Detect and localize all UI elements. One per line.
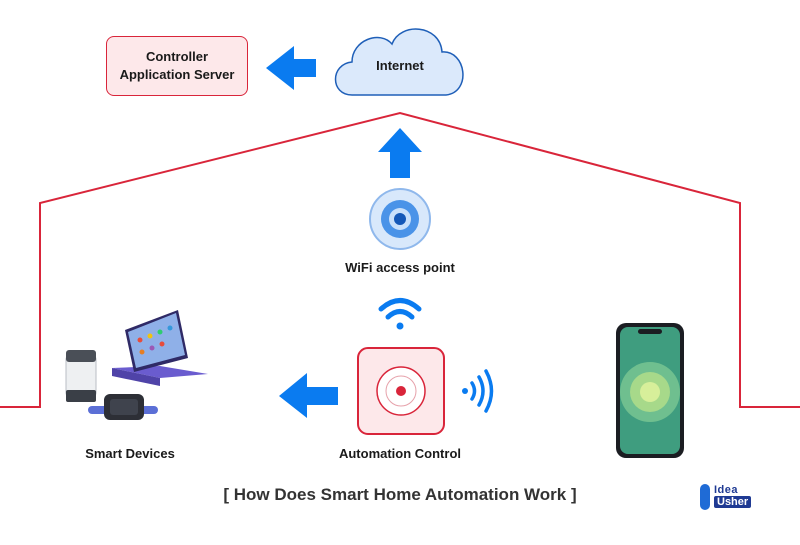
diagram-caption: [ How Does Smart Home Automation Work ] [223,485,577,504]
arrow-to-devices-icon [279,373,338,418]
wifi-ap-label: WiFi access point [345,260,455,275]
arrow-to-internet-icon [378,128,422,178]
brand-mark-icon [700,484,710,510]
controller-label-line2: Application Server [119,67,235,82]
wifi-icon [378,298,422,330]
internet-label: Internet [376,58,424,73]
house-outline [0,111,800,408]
brand-logo: Idea Usher [696,484,776,518]
tablet-icon [112,310,208,386]
automation-control-label: Automation Control [338,446,462,461]
smart-devices-label: Smart Devices [85,446,175,461]
smartphone-icon [616,323,684,458]
access-point-icon [369,188,431,250]
automation-control-device [357,347,445,435]
signal-icon [462,369,494,413]
smart-devices-illustration [65,310,208,420]
cloud-icon [334,28,464,96]
controller-label-line1: Controller [145,49,209,64]
brand-line2: Usher [714,496,752,508]
smart-speaker-icon [65,350,97,402]
arrow-to-controller-icon [266,46,316,90]
controller-server-box: Controller Application Server [106,36,248,96]
brand-line1: Idea [714,484,739,496]
smartwatch-icon [88,394,158,420]
